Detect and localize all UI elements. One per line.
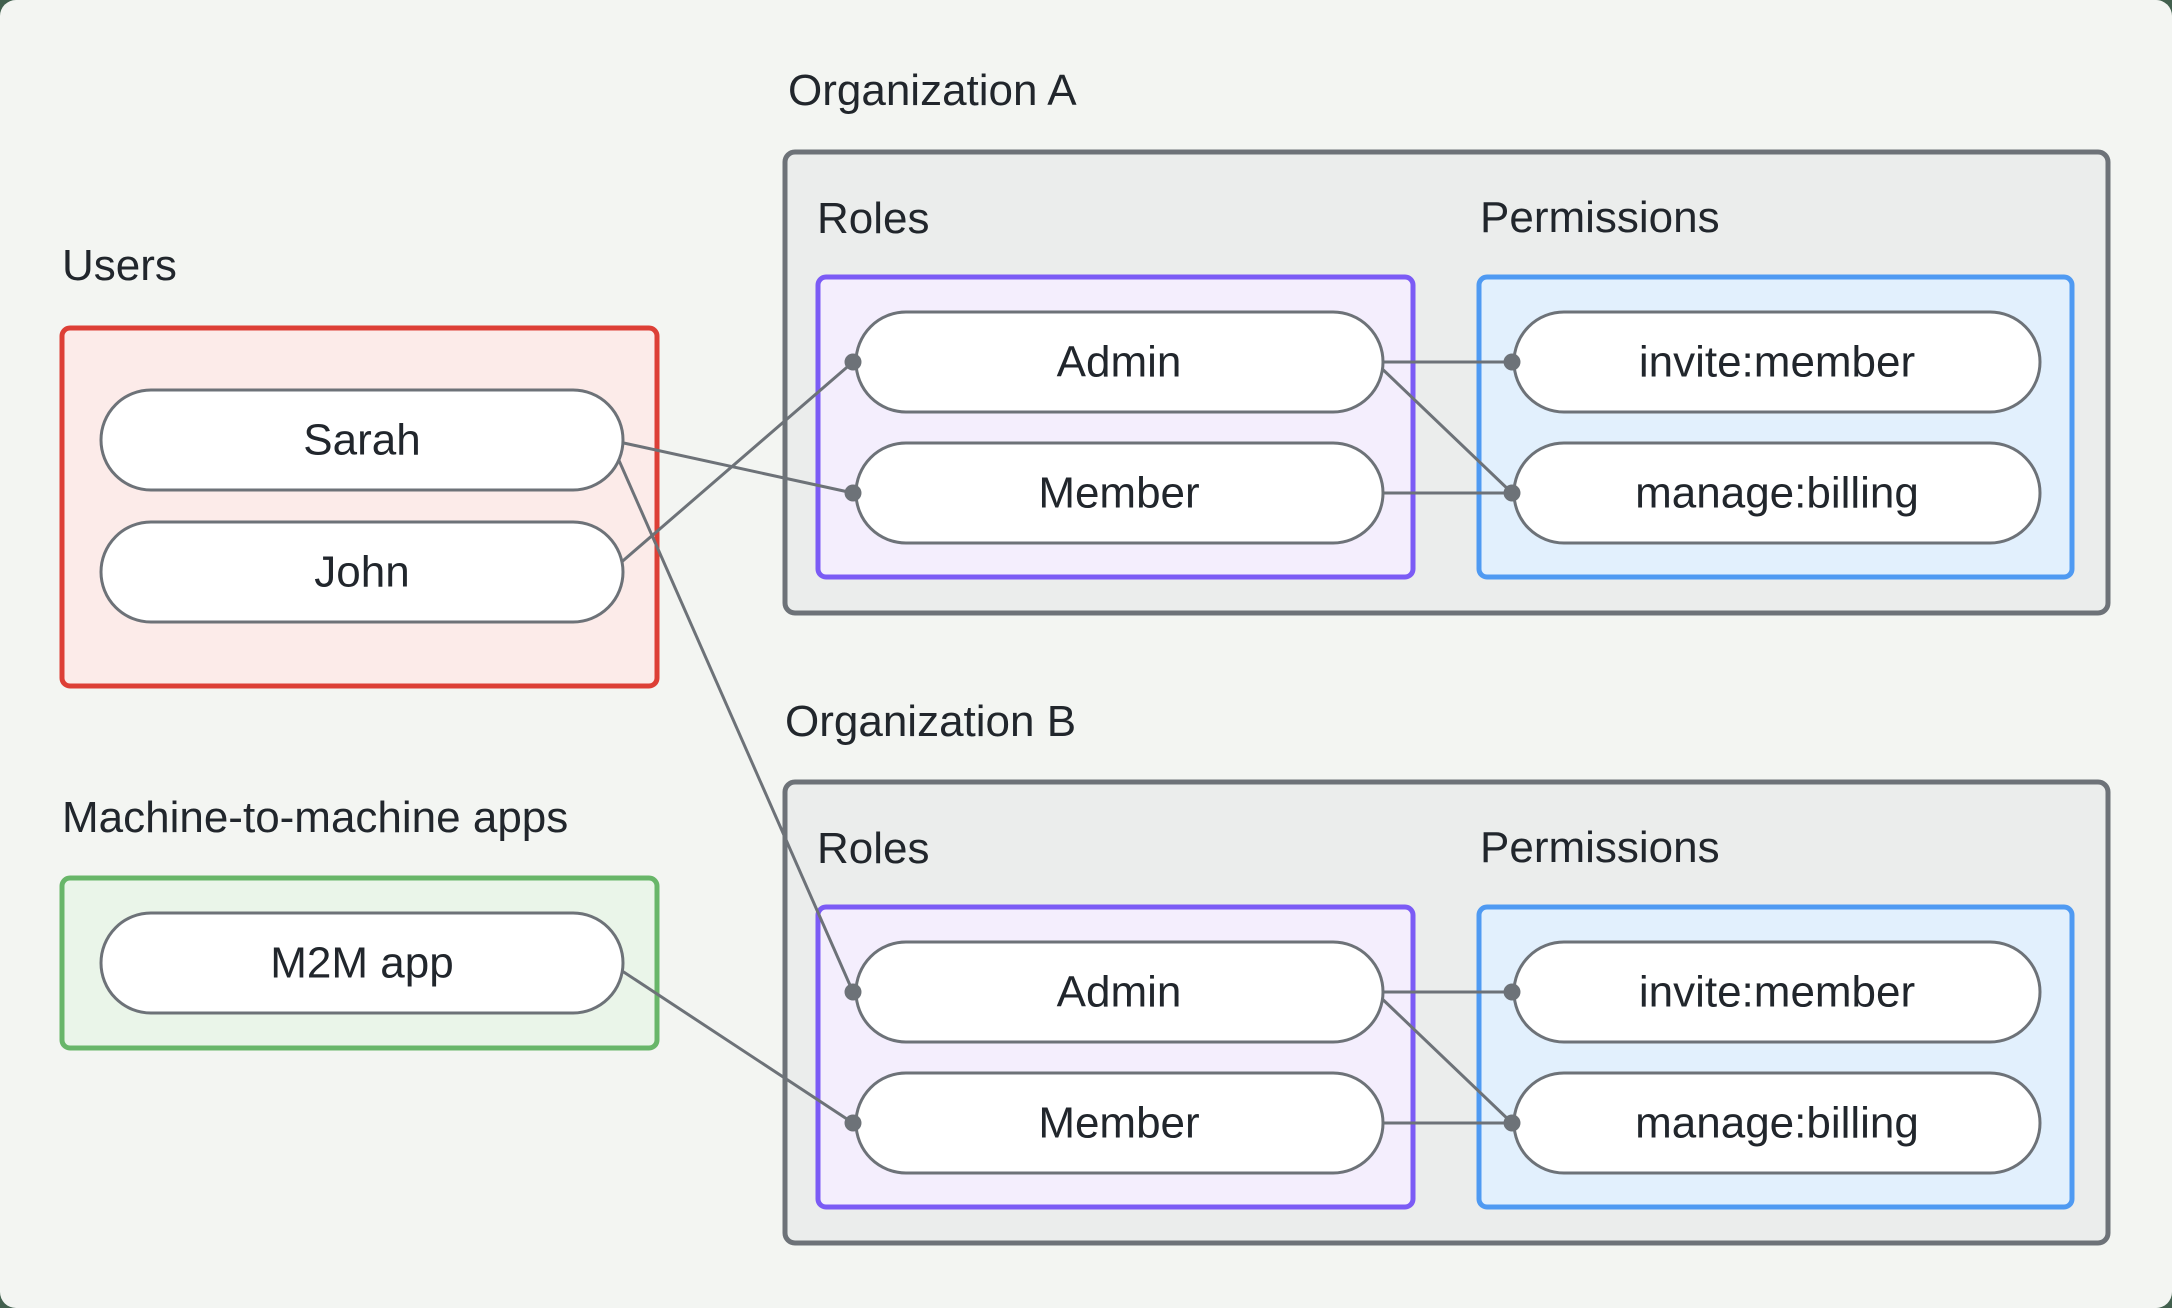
node-john: John xyxy=(99,520,625,624)
org-a-admin-label: Admin xyxy=(1057,338,1182,387)
sarah-pill-label: Sarah xyxy=(303,416,420,465)
org-a-member-label: Member xyxy=(1038,469,1199,518)
dot-orga-invite xyxy=(1503,353,1521,371)
edge-orgb-admin-manage xyxy=(1373,990,1514,1125)
m2m-app-pill-label: M2M app xyxy=(270,939,453,988)
m2m-section-label: Machine-to-machine apps xyxy=(62,793,568,842)
edge-sarah-orgb-admin xyxy=(608,439,855,993)
org-b-invite-member-label: invite:member xyxy=(1639,968,1915,1017)
org-b-admin-label: Admin xyxy=(1057,968,1182,1017)
dot-orgb-invite xyxy=(1503,983,1521,1001)
dot-orga-member xyxy=(844,484,862,502)
node-org-b-manage-billing: manage:billing xyxy=(1512,1071,2042,1175)
john-pill-label: John xyxy=(314,548,409,597)
john-pill xyxy=(99,520,625,624)
node-org-b-admin: Admin xyxy=(854,940,1385,1044)
org-b-manage-billing-label: manage:billing xyxy=(1635,1099,1919,1148)
node-sarah: Sarah xyxy=(99,388,625,492)
org-a-invite-member-label: invite:member xyxy=(1639,338,1915,387)
node-org-b-invite-member: invite:member xyxy=(1512,940,2042,1044)
org-b-label: Organization B xyxy=(785,697,1076,746)
node-org-a-member: Member xyxy=(854,441,1385,545)
node-org-a-admin: Admin xyxy=(854,310,1385,414)
dot-orgb-member xyxy=(844,1114,862,1132)
edges xyxy=(608,360,1514,1125)
org-a-label: Organization A xyxy=(788,66,1077,115)
users-group-box xyxy=(59,325,660,689)
org-b-member-label: Member xyxy=(1038,1099,1199,1148)
org-a-permissions-label: Permissions xyxy=(1480,193,1720,242)
sarah-pill xyxy=(99,388,625,492)
org-b-roles-label: Roles xyxy=(817,824,930,873)
org-a-roles-label: Roles xyxy=(817,194,930,243)
edge-orga-admin-manage xyxy=(1373,360,1514,495)
dot-orga-admin xyxy=(844,353,862,371)
dot-orgb-admin xyxy=(844,983,862,1001)
dot-orgb-manage xyxy=(1503,1114,1521,1132)
edge-john-orga-admin xyxy=(609,360,854,574)
node-m2m-app: M2M app xyxy=(99,911,625,1015)
node-org-a-manage-billing: manage:billing xyxy=(1512,441,2042,545)
node-org-a-invite-member: invite:member xyxy=(1512,310,2042,414)
users-section-label: Users xyxy=(62,241,177,290)
edge-m2m-orgb-member xyxy=(609,961,854,1125)
org-a-manage-billing-label: manage:billing xyxy=(1635,469,1919,518)
node-org-b-member: Member xyxy=(854,1071,1385,1175)
dot-orga-manage xyxy=(1503,484,1521,502)
org-b-permissions-label: Permissions xyxy=(1480,823,1720,872)
m2m-app-pill xyxy=(99,911,625,1015)
edge-dots xyxy=(844,353,1521,1132)
